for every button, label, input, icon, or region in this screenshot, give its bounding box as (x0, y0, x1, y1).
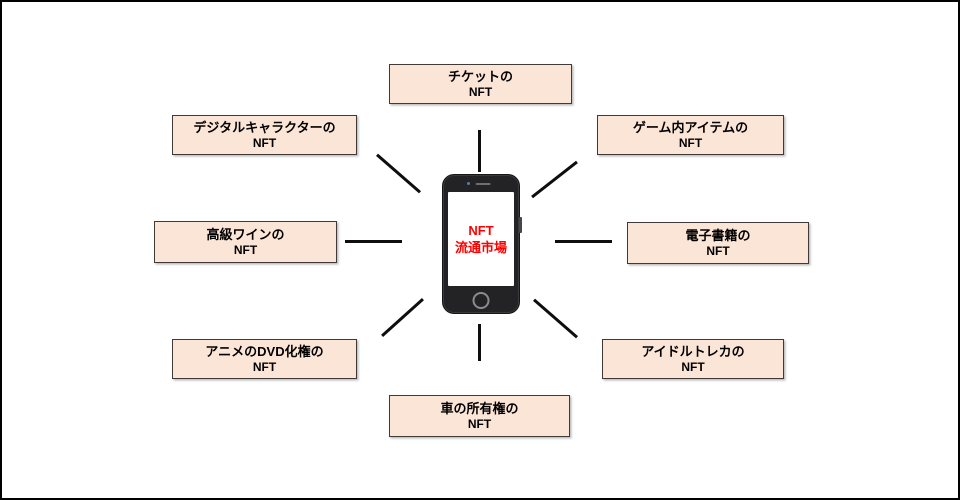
smartphone-illustration: NFT 流通市場 (442, 174, 522, 314)
node-ebook-nft: 電子書籍の NFT (627, 222, 809, 264)
node-label: アニメのDVD化権の (205, 344, 324, 359)
node-sublabel: NFT (233, 243, 258, 257)
connector-top-left (376, 153, 421, 194)
node-label: ゲーム内アイテムの (632, 120, 749, 135)
node-car-ownership-nft: 車の所有権の NFT (389, 395, 570, 437)
node-label: チケットの (447, 69, 513, 84)
connector-right (555, 240, 612, 243)
node-luxury-wine-nft: 高級ワインの NFT (154, 221, 337, 263)
node-sublabel: NFT (467, 417, 492, 431)
node-anime-dvd-rights-nft: アニメのDVD化権の NFT (172, 339, 357, 379)
node-game-item-nft: ゲーム内アイテムの NFT (597, 115, 784, 155)
connector-bottom (478, 324, 481, 361)
node-idol-trading-card-nft: アイドルトレカの NFT (602, 339, 784, 379)
node-sublabel: NFT (468, 85, 493, 99)
node-sublabel: NFT (252, 136, 277, 150)
center-label-line2: 流通市場 (454, 240, 507, 255)
node-sublabel: NFT (678, 136, 703, 150)
node-label: アイドルトレカの (641, 344, 745, 359)
phone-home-button-icon (472, 292, 490, 309)
phone-speaker-icon (475, 183, 491, 185)
node-ticket-nft: チケットの NFT (389, 64, 572, 104)
node-label: 電子書籍の (685, 228, 751, 243)
phone-side-button-icon (519, 217, 522, 233)
connector-bottom-left (381, 297, 424, 338)
connector-top (478, 130, 481, 172)
node-sublabel: NFT (681, 360, 705, 374)
phone-camera-icon (467, 182, 470, 185)
node-label: デジタルキャラクターの (193, 120, 336, 135)
node-label: 高級ワインの (206, 227, 285, 242)
node-label: 車の所有権の (440, 401, 519, 416)
connector-top-right (531, 160, 578, 199)
connector-bottom-right (533, 298, 578, 339)
phone-screen: NFT 流通市場 (448, 192, 514, 286)
node-digital-character-nft: デジタルキャラクターの NFT (172, 115, 357, 155)
connector-left (345, 240, 402, 243)
center-label-line1: NFT (468, 223, 494, 238)
node-sublabel: NFT (706, 244, 730, 258)
node-sublabel: NFT (252, 360, 277, 374)
